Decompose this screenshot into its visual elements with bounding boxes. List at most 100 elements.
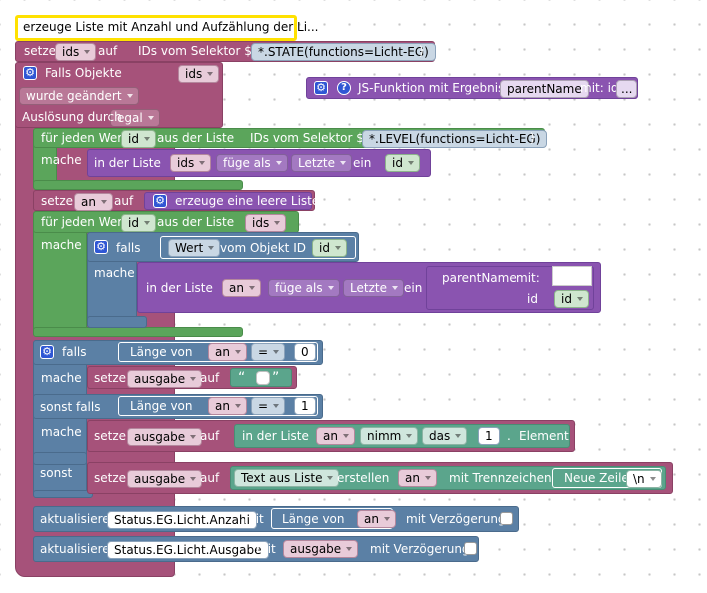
call-parentname-mit: mit: [516, 271, 540, 285]
if-falls: falls [62, 345, 87, 359]
ids-selector-label: IDs vom Selektor $( [138, 44, 257, 58]
laenge-von-1: Länge von [130, 345, 193, 359]
text-from-list-dropdown[interactable]: Text aus Liste [234, 469, 340, 487]
function-name-field[interactable]: parentName [500, 80, 589, 98]
compare-op-2[interactable]: = [251, 397, 286, 415]
loop2-fuege-als-dropdown[interactable]: füge als [268, 279, 340, 297]
set-ids-auf: auf [98, 44, 118, 58]
if-exists-mache: mache [94, 266, 135, 280]
newline-label: Neue Zeile [564, 471, 629, 485]
loop2-position-dropdown[interactable]: Letzte [343, 279, 404, 297]
if-else-block[interactable] [33, 340, 87, 498]
loop1-position-dropdown[interactable]: Letzte [291, 154, 352, 172]
state-selector-field[interactable]: *.STATE(functions=Licht-EG) [251, 43, 436, 61]
update2-state-field[interactable]: Status.EG.Licht.Ausgabe [107, 541, 269, 559]
script-title: erzeuge Liste mit Anzahl und Aufzählung … [23, 20, 319, 34]
ausgabe-var-1[interactable]: ausgabe [127, 370, 203, 388]
script-title-block[interactable] [15, 15, 297, 41]
update1-laenge-von: Länge von [282, 512, 345, 526]
loop1-in-der-liste: in der Liste [94, 156, 161, 170]
gear-icon[interactable]: ⚙ [23, 66, 37, 80]
list-get-element: Element [519, 429, 569, 443]
call-param-label: id [527, 292, 538, 306]
set-ids-label: setze [24, 44, 57, 58]
list-get-var[interactable]: an [316, 427, 355, 445]
join-mit-trennzeichen: mit Trennzeichen [449, 471, 552, 485]
number-one[interactable]: 1 [294, 397, 316, 415]
delay-checkbox-2[interactable] [464, 542, 477, 555]
gear-icon[interactable]: ⚙ [94, 240, 108, 254]
newline-dropdown[interactable]: \n [626, 470, 662, 488]
empty-text-input[interactable] [256, 371, 270, 385]
update2-verzoegerung: mit Verzögerung [370, 542, 470, 556]
value-type-dropdown[interactable]: Wert [168, 239, 221, 257]
loop1-fuege-als-dropdown[interactable]: füge als [216, 154, 288, 172]
gear-icon[interactable]: ⚙ [314, 81, 328, 95]
loop2-ein: ein [404, 281, 423, 295]
create-empty-list-label: erzeuge eine leere Liste [175, 194, 320, 208]
number-zero[interactable]: 0 [294, 343, 316, 361]
loop1-ids-label: IDs vom Selektor $( [250, 131, 369, 145]
more-params-button[interactable]: ... [616, 80, 638, 98]
loop2-id-dropdown[interactable]: id [121, 214, 156, 232]
laenge-var-1[interactable]: an [208, 343, 247, 361]
ids-var-dropdown[interactable]: ids [55, 43, 97, 61]
selector-close-paren: ) [419, 44, 424, 58]
loop2-an-list-dropdown[interactable]: an [222, 279, 261, 297]
js-function-mit: mit: id [580, 81, 619, 95]
loop1-aus-der-liste: aus der Liste [157, 131, 235, 145]
sonst-label: sonst [40, 466, 73, 480]
list-append-block-1[interactable] [87, 149, 431, 177]
trigger-ids-dropdown[interactable]: ids [178, 65, 220, 83]
loop1-ein: ein [353, 156, 372, 170]
list-get-mode-dropdown[interactable]: nimm [360, 427, 419, 445]
if-mache-1: mache [41, 371, 82, 385]
list-get-in-der-liste: in der Liste [242, 429, 309, 443]
sonst-falls: sonst falls [40, 400, 101, 414]
gear-icon[interactable]: ⚙ [40, 345, 54, 359]
ausgabe-var-3[interactable]: ausgabe [127, 470, 203, 488]
level-selector-field[interactable]: *.LEVEL(functions=Licht-EG) [362, 130, 548, 148]
loop1-id-dropdown[interactable]: id [121, 130, 156, 148]
set-an-label: setze [41, 194, 74, 208]
set-ausgabe-auf-3: auf [200, 471, 220, 485]
loop1-fuer-jeden: für jeden Wert [41, 131, 127, 145]
update1-verzoegerung: mit Verzögerung [406, 512, 506, 526]
set-ausgabe-auf-2: auf [200, 429, 220, 443]
join-list-var[interactable]: an [398, 469, 437, 487]
update1-mit: mit [244, 512, 264, 526]
call-param-dropdown[interactable]: id [554, 290, 589, 308]
laenge-var-2[interactable]: an [208, 397, 247, 415]
if-else-footer [33, 490, 93, 498]
quote-close: ” [272, 370, 280, 386]
update1-state-field[interactable]: Status.EG.Licht.Anzahl [107, 511, 257, 529]
list-get-index[interactable]: 1 [478, 427, 500, 445]
ausgabe-var-2[interactable]: ausgabe [127, 428, 203, 446]
call-parentname-slot [552, 266, 592, 286]
update1-label: aktualisiere [40, 512, 110, 526]
loop2-in-der-liste: in der Liste [146, 281, 213, 295]
change-type-dropdown[interactable]: wurde geändert [19, 87, 139, 105]
list-get-where-dropdown[interactable]: das [422, 427, 468, 445]
update2-ausgabe-dropdown[interactable]: ausgabe [283, 540, 359, 558]
if-exists-footer [87, 316, 147, 328]
update1-an-dropdown[interactable]: an [357, 510, 396, 528]
set-ausgabe-auf-1: auf [200, 371, 220, 385]
for-each-loop-2-footer [33, 327, 243, 337]
object-id-dropdown[interactable]: id [312, 239, 347, 257]
loop1-item-id-dropdown[interactable]: id [385, 154, 420, 172]
loop2-ids-dropdown[interactable]: ids [245, 214, 287, 232]
update2-label: aktualisiere [40, 542, 110, 556]
trigger-source-dropdown[interactable]: egal [110, 109, 160, 127]
for-each-loop-1-footer [33, 180, 243, 190]
create-empty-list-block[interactable] [144, 192, 312, 210]
list-get-dot: . [507, 429, 511, 443]
trigger-falls-objekte: Falls Objekte [45, 66, 122, 80]
delay-checkbox-1[interactable] [500, 512, 513, 525]
help-icon[interactable]: ? [337, 81, 351, 95]
set-ausgabe-label-2: setze [94, 429, 127, 443]
loop1-ids-list-dropdown[interactable]: ids [170, 154, 212, 172]
an-var-dropdown[interactable]: an [74, 193, 113, 211]
gear-icon[interactable]: ⚙ [153, 194, 167, 208]
compare-op-1[interactable]: = [251, 343, 286, 361]
